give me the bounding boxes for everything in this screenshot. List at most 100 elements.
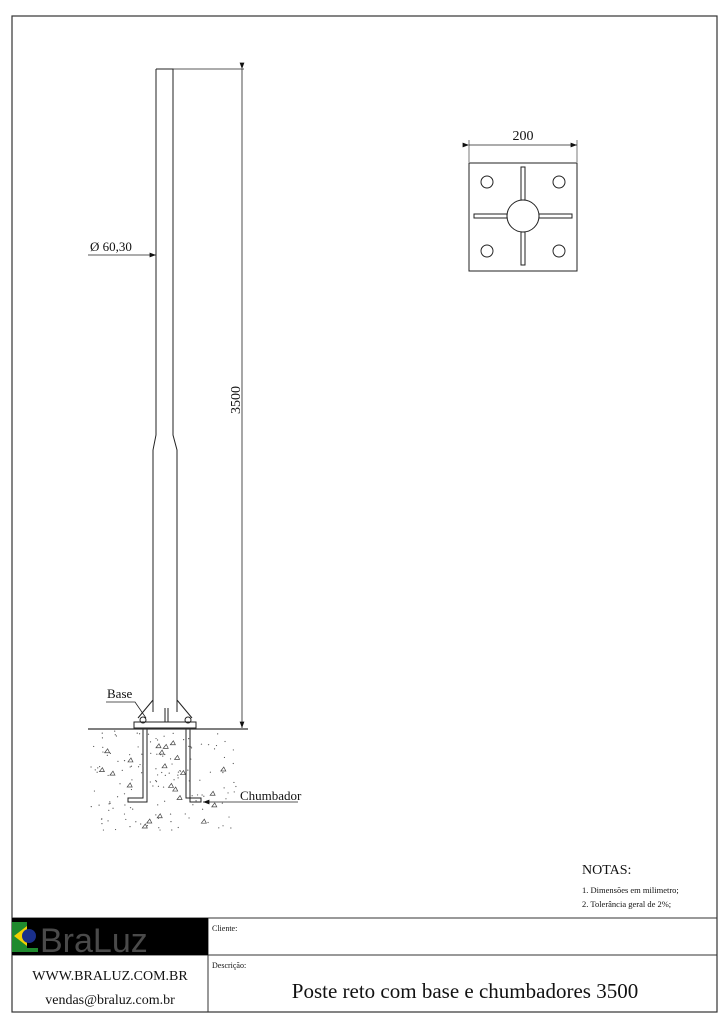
concrete-dot bbox=[233, 791, 235, 793]
base-width-dimension: 200 bbox=[513, 129, 534, 144]
note-item: 1. Dimensões em milimetro; bbox=[582, 885, 679, 895]
concrete-dot bbox=[119, 783, 121, 785]
website: WWW.BRALUZ.COM.BR bbox=[32, 969, 188, 984]
concrete-dot bbox=[97, 767, 99, 769]
concrete-dot bbox=[173, 779, 175, 781]
concrete-aggregate bbox=[109, 770, 116, 776]
concrete-dot bbox=[164, 800, 166, 802]
concrete-dot bbox=[139, 763, 141, 766]
concrete-dot bbox=[207, 821, 209, 824]
concrete-dot bbox=[149, 741, 152, 743]
concrete-dot bbox=[114, 828, 117, 831]
concrete-dot bbox=[217, 733, 219, 735]
concrete-dot bbox=[162, 786, 165, 788]
pole-elevation bbox=[127, 68, 244, 803]
concrete-dot bbox=[190, 747, 193, 749]
sheet-border bbox=[11, 15, 718, 1013]
diameter-dimension: Ø 60,30 bbox=[90, 239, 132, 254]
concrete-dot bbox=[223, 787, 225, 789]
concrete-dot bbox=[124, 804, 126, 806]
concrete-dot bbox=[155, 814, 157, 816]
concrete-dot bbox=[130, 788, 133, 791]
concrete-dot bbox=[99, 765, 101, 768]
notes-title: NOTAS: bbox=[582, 863, 631, 878]
concrete-dot bbox=[188, 745, 190, 748]
concrete-dot bbox=[155, 779, 157, 782]
description-label: Descrição: bbox=[212, 961, 246, 970]
concrete-dot bbox=[101, 732, 103, 734]
concrete-dot bbox=[155, 781, 158, 783]
concrete-dot bbox=[170, 821, 172, 823]
concrete-dot bbox=[130, 765, 133, 767]
concrete-dot bbox=[232, 762, 234, 765]
concrete-dot bbox=[156, 753, 158, 755]
concrete-dot bbox=[108, 809, 110, 811]
concrete-aggregate bbox=[126, 782, 133, 788]
ground-concrete bbox=[88, 728, 248, 831]
concrete-aggregate bbox=[171, 786, 179, 792]
concrete-dot bbox=[109, 752, 112, 754]
concrete-dot bbox=[155, 737, 157, 740]
concrete-aggregate bbox=[98, 766, 105, 773]
concrete-dot bbox=[93, 790, 96, 792]
concrete-aggregate bbox=[220, 766, 227, 772]
concrete-dot bbox=[96, 771, 98, 773]
concrete-dot bbox=[158, 827, 160, 829]
concrete-dot bbox=[201, 794, 203, 796]
description-value: Poste reto com base e chumbadores 3500 bbox=[292, 979, 638, 1003]
concrete-dot bbox=[196, 794, 199, 796]
concrete-dot bbox=[109, 801, 111, 803]
braluz-logo: BraLuz bbox=[12, 918, 208, 960]
concrete-dot bbox=[221, 802, 223, 804]
concrete-dot bbox=[199, 779, 201, 781]
base-leader bbox=[106, 701, 147, 719]
concrete-dot bbox=[177, 777, 179, 779]
concrete-aggregate bbox=[162, 743, 169, 749]
concrete-aggregate bbox=[167, 782, 175, 788]
concrete-dot bbox=[101, 823, 103, 825]
concrete-aggregate bbox=[103, 748, 111, 754]
concrete-dot bbox=[147, 733, 150, 735]
concrete-dot bbox=[123, 793, 126, 795]
concrete-dot bbox=[112, 807, 114, 809]
concrete-dot bbox=[129, 766, 131, 768]
concrete-dot bbox=[116, 796, 119, 798]
concrete-dot bbox=[155, 768, 157, 770]
concrete-aggregate bbox=[161, 763, 168, 769]
concrete-dot bbox=[129, 807, 132, 809]
height-dimension: 3500 bbox=[229, 386, 244, 414]
concrete-dot bbox=[232, 749, 234, 751]
concrete-dot bbox=[227, 792, 229, 794]
concrete-dot bbox=[188, 817, 190, 819]
concrete-dot bbox=[115, 735, 118, 737]
concrete-dot bbox=[169, 758, 172, 760]
concrete-dot bbox=[190, 758, 192, 760]
concrete-dot bbox=[98, 804, 100, 806]
email: vendas@braluz.com.br bbox=[45, 993, 175, 1008]
concrete-dot bbox=[171, 829, 173, 831]
concrete-dot bbox=[109, 802, 111, 804]
concrete-dot bbox=[207, 744, 210, 746]
concrete-dot bbox=[168, 772, 170, 774]
concrete-dot bbox=[172, 732, 174, 735]
concrete-dot bbox=[123, 760, 126, 762]
base-label: Base bbox=[107, 686, 133, 701]
concrete-aggregate bbox=[169, 740, 176, 746]
concrete-dot bbox=[129, 754, 131, 756]
concrete-dot bbox=[209, 771, 211, 773]
concrete-dot bbox=[183, 739, 185, 741]
concrete-dot bbox=[100, 818, 103, 820]
concrete-aggregate bbox=[211, 802, 218, 808]
concrete-dot bbox=[161, 771, 163, 774]
concrete-dot bbox=[187, 769, 189, 771]
concrete-dot bbox=[192, 804, 194, 806]
concrete-dot bbox=[228, 816, 230, 818]
anchor-label: Chumbador bbox=[240, 788, 302, 803]
concrete-dot bbox=[141, 753, 143, 755]
concrete-aggregate bbox=[146, 818, 153, 824]
concrete-dot bbox=[224, 740, 226, 743]
concrete-aggregate bbox=[179, 769, 187, 775]
concrete-dot bbox=[107, 820, 109, 822]
logo-text: BraLuz bbox=[40, 922, 148, 960]
